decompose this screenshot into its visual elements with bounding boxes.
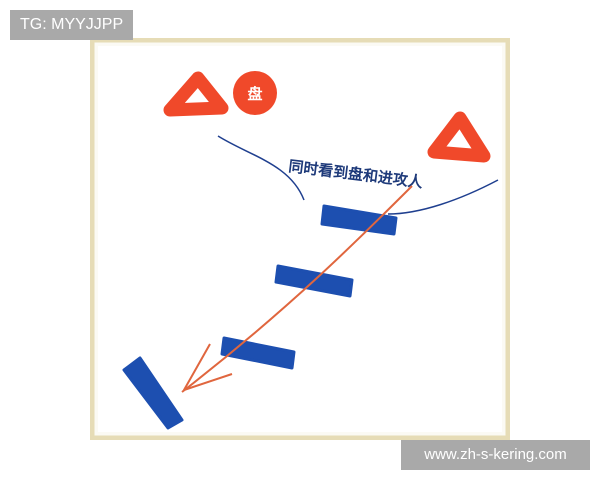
- defender-triangle-icon: [163, 71, 229, 117]
- pass-arrow-head: [183, 343, 233, 391]
- disc-label: 盘: [247, 85, 262, 103]
- website-watermark: www.zh-s-kering.com: [401, 440, 590, 470]
- sight-line-left: [217, 135, 305, 201]
- blue-bar-4: [122, 356, 184, 430]
- sight-line-right: [387, 179, 499, 215]
- pass-arrow-line: [181, 185, 413, 393]
- telegram-watermark: TG: MYYJJPP: [10, 10, 134, 40]
- attacker-triangle-icon: [427, 111, 491, 163]
- diagram-svg: 盘 同时看到盘和进攻人: [90, 38, 510, 440]
- sketch-frame: 盘 同时看到盘和进攻人: [90, 38, 510, 440]
- paper-surface: [98, 46, 502, 432]
- disc-icon: [233, 71, 277, 115]
- blue-bar-1: [320, 204, 398, 236]
